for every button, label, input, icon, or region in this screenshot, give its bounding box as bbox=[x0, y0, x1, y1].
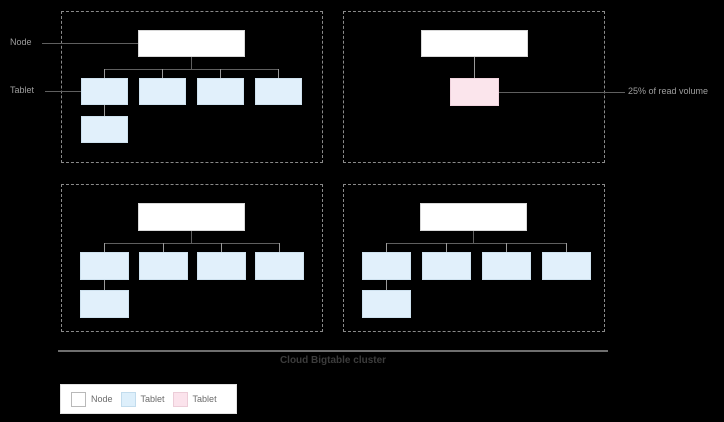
tablet-drop-connector bbox=[163, 243, 164, 252]
tablet-drop-connector bbox=[279, 243, 280, 252]
legend-swatch-node-icon bbox=[71, 391, 86, 407]
node-box[interactable] bbox=[420, 203, 527, 231]
tablet-drop-connector bbox=[386, 280, 387, 290]
tablet-label-leader-line bbox=[45, 91, 81, 92]
tablet-bus-connector bbox=[386, 243, 567, 244]
cluster-panel-3 bbox=[61, 184, 323, 332]
tablet-drop-connector bbox=[446, 243, 447, 252]
tablet-box[interactable] bbox=[422, 252, 471, 280]
node-trunk-connector bbox=[474, 57, 475, 78]
cluster-divider bbox=[58, 350, 608, 352]
tablet-drop-connector bbox=[104, 243, 105, 252]
legend: Node Tablet Tablet bbox=[60, 384, 237, 414]
tablet-drop-connector bbox=[506, 243, 507, 252]
node-trunk-connector bbox=[473, 231, 474, 243]
legend-item-tablet-hot: Tablet bbox=[172, 391, 217, 407]
tablet-box[interactable] bbox=[255, 78, 302, 105]
legend-swatch-tablet-icon bbox=[120, 391, 136, 407]
tablet-box[interactable] bbox=[81, 78, 128, 105]
read-volume-leader-line bbox=[499, 92, 625, 93]
node-label-leader-line bbox=[42, 43, 138, 44]
tablet-bus-connector bbox=[104, 69, 279, 70]
cluster-title: Cloud Bigtable cluster bbox=[279, 355, 387, 366]
tablet-drop-connector bbox=[162, 69, 163, 78]
tablet-drop-connector bbox=[221, 243, 222, 252]
cluster-panel-1 bbox=[61, 11, 323, 163]
legend-label-tablet: Tablet bbox=[140, 393, 165, 404]
tablet-box[interactable] bbox=[139, 78, 186, 105]
tablet-drop-connector bbox=[278, 69, 279, 78]
tablet-box-hot[interactable] bbox=[450, 78, 499, 106]
tablet-box[interactable] bbox=[255, 252, 304, 280]
node-box[interactable] bbox=[421, 30, 528, 57]
node-box[interactable] bbox=[138, 30, 245, 57]
cluster-panel-2 bbox=[343, 11, 605, 163]
legend-item-tablet: Tablet bbox=[120, 391, 165, 407]
node-box[interactable] bbox=[138, 203, 245, 231]
tablet-box[interactable] bbox=[542, 252, 591, 280]
tablet-drop-connector bbox=[104, 69, 105, 78]
legend-label-tablet-hot: Tablet bbox=[192, 393, 217, 404]
tablet-drop-connector bbox=[220, 69, 221, 78]
tablet-label: Tablet bbox=[10, 85, 35, 95]
tablet-box[interactable] bbox=[139, 252, 188, 280]
read-volume-annotation: 25% of read volume bbox=[628, 86, 709, 96]
tablet-box[interactable] bbox=[482, 252, 531, 280]
node-trunk-connector bbox=[191, 231, 192, 243]
node-label: Node bbox=[10, 37, 32, 47]
node-trunk-connector bbox=[191, 57, 192, 69]
tablet-box[interactable] bbox=[362, 290, 411, 318]
tablet-drop-connector bbox=[104, 280, 105, 290]
legend-item-node: Node bbox=[71, 391, 113, 407]
tablet-drop-connector bbox=[566, 243, 567, 252]
tablet-drop-connector bbox=[104, 105, 105, 116]
cluster-panel-4 bbox=[343, 184, 605, 332]
tablet-box[interactable] bbox=[81, 116, 128, 143]
tablet-bus-connector bbox=[104, 243, 279, 244]
tablet-box[interactable] bbox=[197, 78, 244, 105]
tablet-drop-connector bbox=[386, 243, 387, 252]
legend-label-node: Node bbox=[91, 393, 113, 404]
tablet-box[interactable] bbox=[80, 290, 129, 318]
tablet-box[interactable] bbox=[362, 252, 411, 280]
tablet-box[interactable] bbox=[197, 252, 246, 280]
legend-swatch-tablet-hot-icon bbox=[172, 391, 188, 407]
tablet-box[interactable] bbox=[80, 252, 129, 280]
